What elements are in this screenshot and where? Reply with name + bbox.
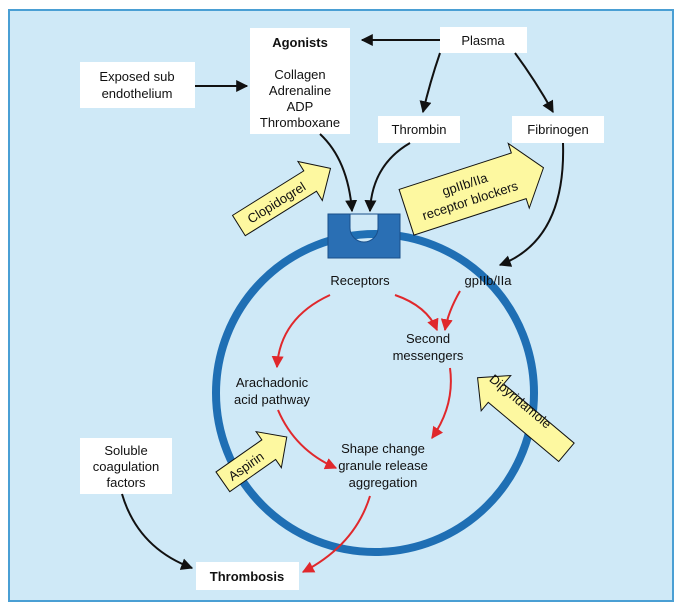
thrombin-box [378, 116, 460, 143]
second-line-2: messengers [393, 348, 464, 363]
gp-label: gpIIb/IIa [465, 273, 513, 288]
arrow-soluble-to-thrombosis [121, 493, 194, 570]
fibrinogen-label: Fibrinogen [527, 122, 588, 137]
arrow-gp-to-second [440, 290, 461, 332]
gp-blockers-arrow-shape [398, 142, 545, 236]
arrow-receptors-to-second [394, 294, 439, 332]
plasma-box [440, 27, 527, 53]
soluble-box [80, 438, 172, 494]
thrombosis-box [196, 562, 299, 590]
arachidonic-line-1: Arachadonic [236, 375, 309, 390]
shape-line-2: granule release [338, 458, 428, 473]
plasma-label: Plasma [461, 33, 505, 48]
soluble-line-3: factors [106, 475, 146, 490]
agonist-collagen: Collagen [274, 67, 325, 82]
soluble-line-2: coagulation [93, 459, 160, 474]
arrow-second-to-shape [431, 367, 452, 439]
clopidogrel-arrow-shape [231, 160, 332, 237]
exposed-line-2: endothelium [102, 86, 173, 101]
agonists-title: Agonists [272, 35, 328, 50]
thrombosis-label: Thrombosis [210, 569, 284, 584]
soluble-line-1: Soluble [104, 443, 147, 458]
fibrinogen-box [512, 116, 604, 143]
cell-membrane [212, 230, 538, 556]
agonist-adrenaline: Adrenaline [269, 83, 331, 98]
aspirin-arrow-shape [215, 430, 288, 493]
exposed-box [80, 62, 195, 108]
arrow-plasma-to-fibrinogen [514, 52, 554, 114]
arrow-arachidonic-to-shape [277, 409, 338, 470]
receptors-label: Receptors [330, 273, 390, 288]
thrombin-label: Thrombin [392, 122, 447, 137]
shape-line-1: Shape change [341, 441, 425, 456]
arrow-plasma-to-thrombin [419, 52, 441, 114]
agonist-thromboxane: Thromboxane [260, 115, 340, 130]
arrow-receptors-to-arachidonic [271, 294, 331, 369]
dipyridamole-arrow-shape [477, 374, 575, 463]
arrow-shape-to-thrombosis [301, 495, 371, 573]
arrow-agonists-to-receptor [319, 133, 358, 213]
agonists-box [250, 28, 350, 134]
shape-line-3: aggregation [349, 475, 418, 490]
arrow-fibrinogen-to-gp [498, 142, 565, 267]
receptor-shape [327, 213, 401, 259]
agonist-adp: ADP [287, 99, 314, 114]
arrow-thrombin-to-receptor [364, 142, 411, 213]
second-line-1: Second [406, 331, 450, 346]
arachidonic-line-2: acid pathway [234, 392, 310, 407]
exposed-line-1: Exposed sub [99, 69, 174, 84]
